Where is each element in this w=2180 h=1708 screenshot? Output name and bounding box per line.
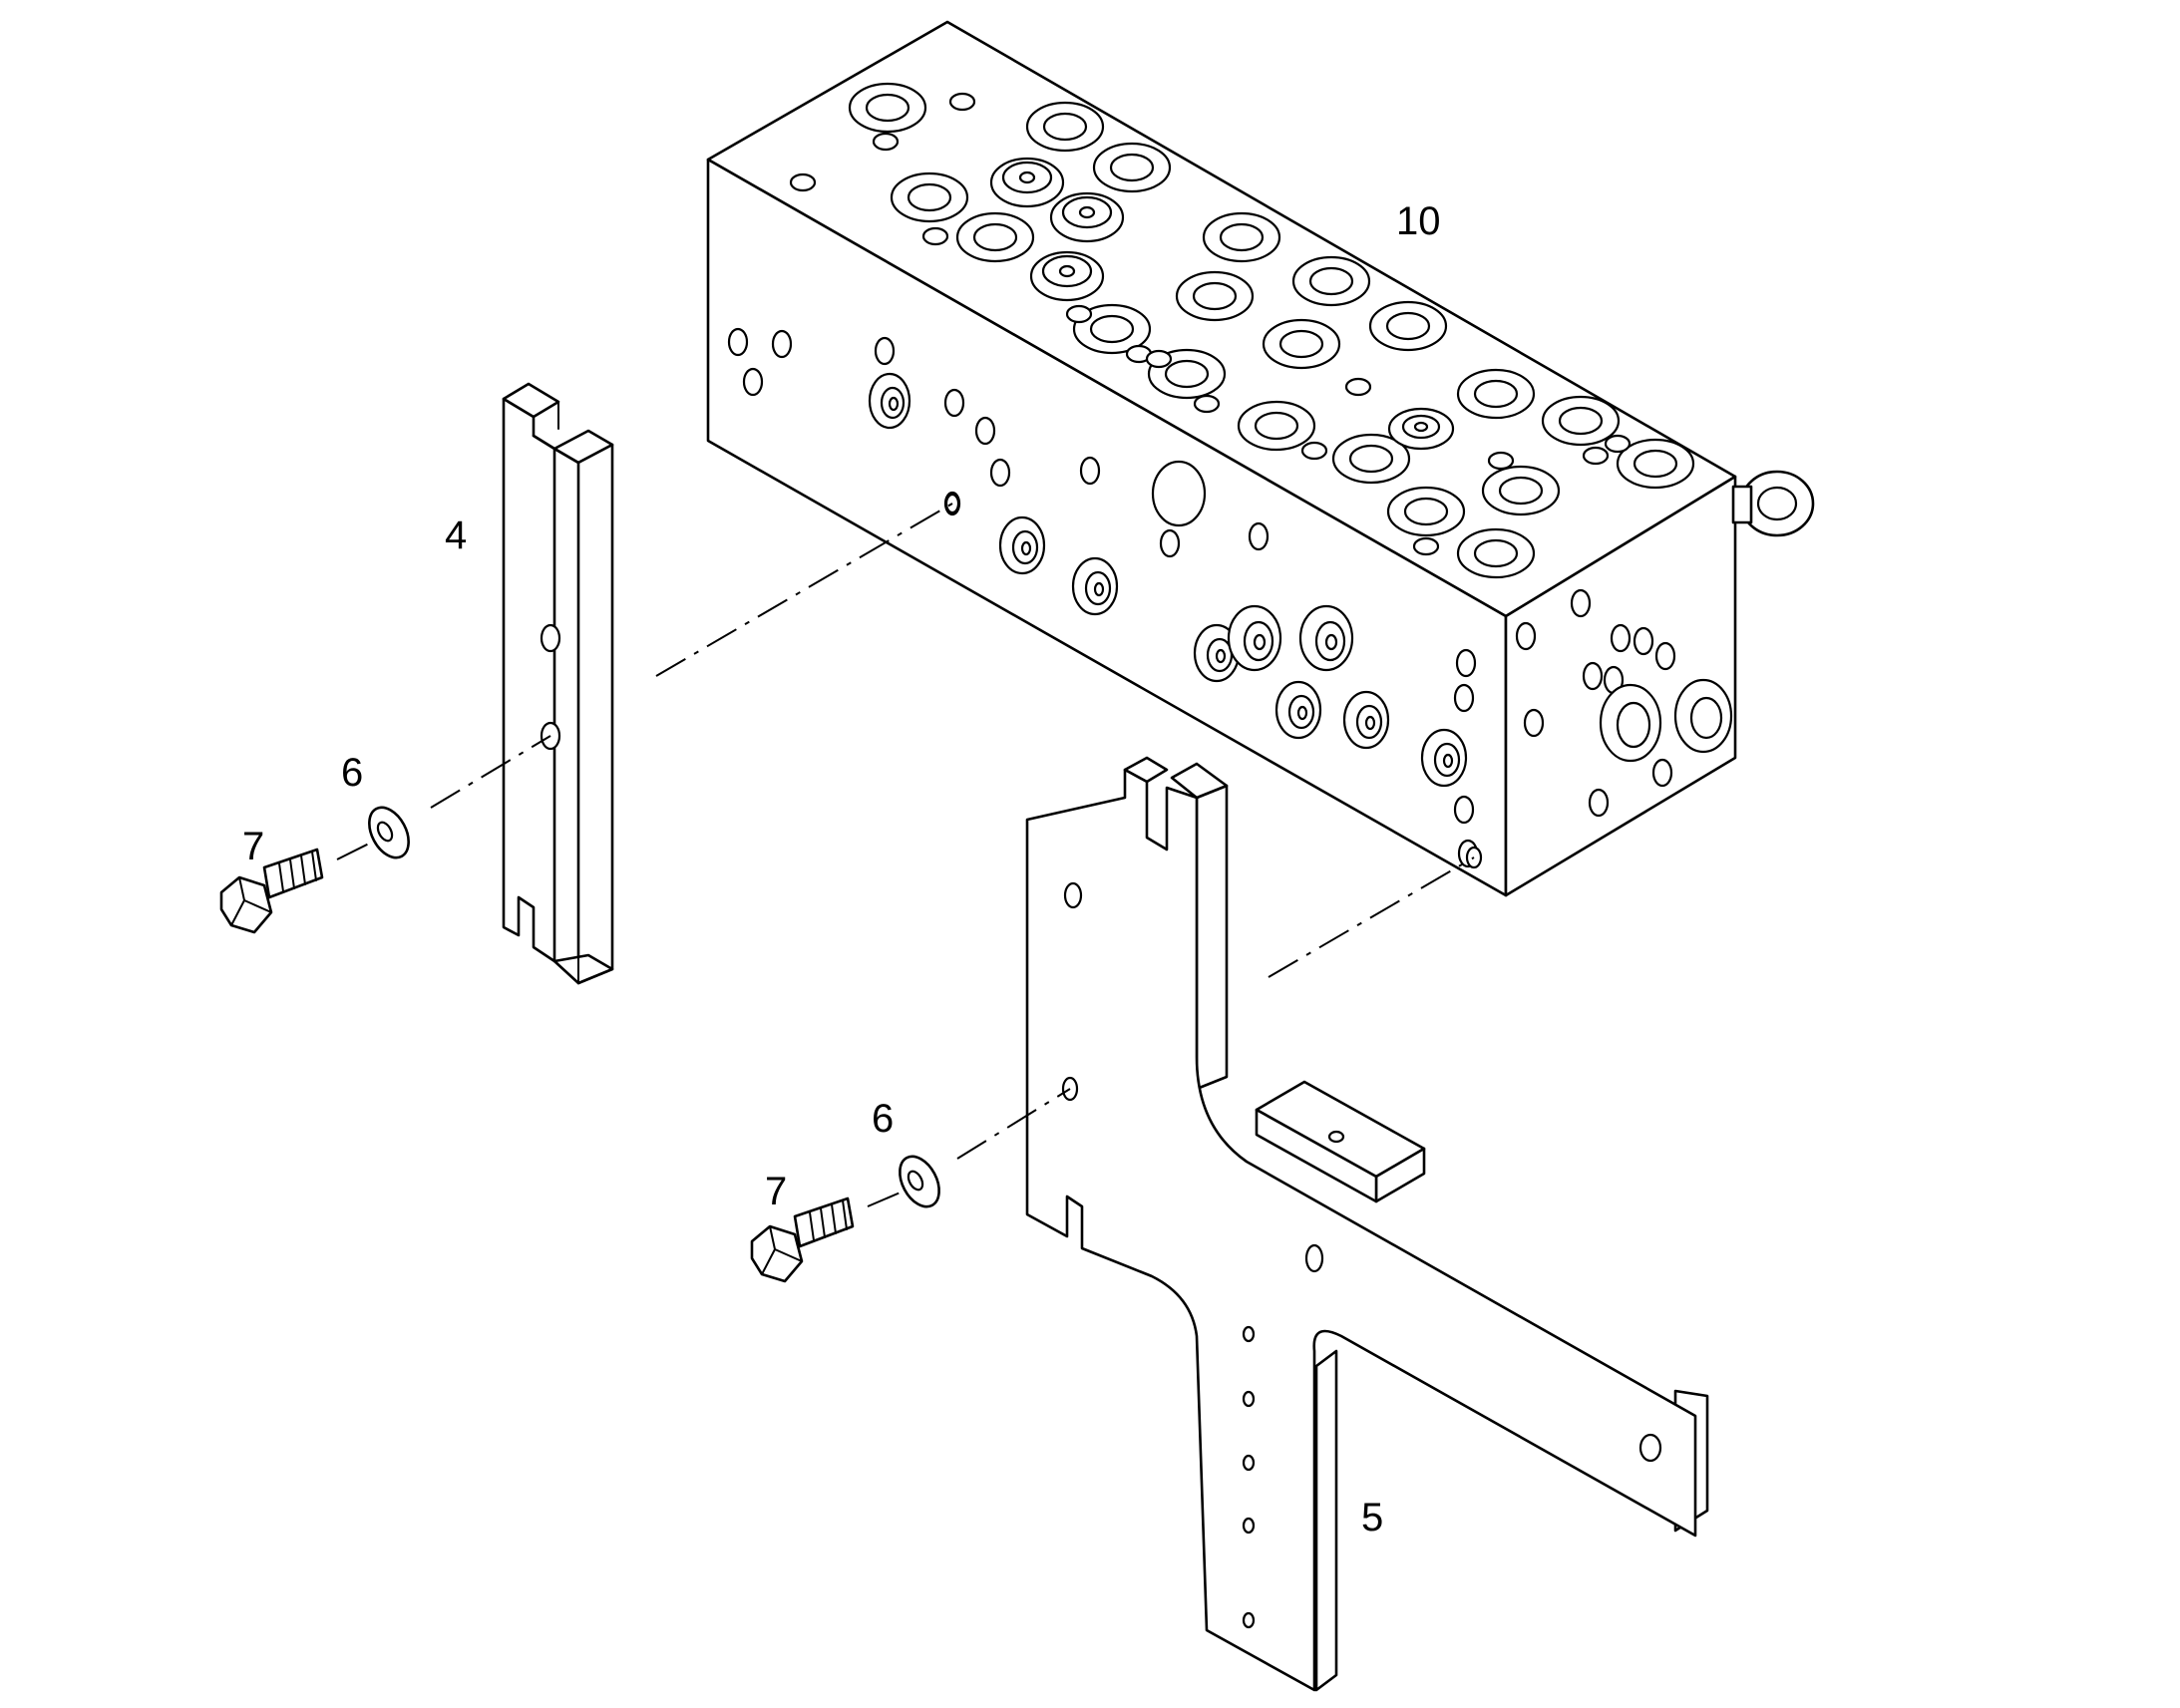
callout-7-upper: 7 [242, 825, 264, 868]
callout-6-lower: 6 [872, 1097, 894, 1141]
washer-part-6-upper [368, 806, 410, 859]
callout-4: 4 [445, 513, 467, 557]
bracket-front-face [1025, 768, 1697, 1692]
top-face-plugs [989, 157, 1455, 451]
bracket-part-5 [1025, 756, 1709, 1692]
spacer-bar-hole-upper [540, 623, 561, 653]
bolt-part-7-lower [750, 1196, 855, 1283]
callout-7-lower: 7 [765, 1170, 787, 1213]
assembly-lines [336, 503, 1475, 1207]
callout-10: 10 [1396, 199, 1441, 243]
end-face-holes [1515, 588, 1733, 818]
front-face-holes [727, 327, 1479, 868]
spacer-bar-part-4 [502, 382, 614, 985]
spacer-bar-front-face [502, 397, 556, 963]
callout-6-upper: 6 [341, 751, 363, 795]
washer-part-6-lower [899, 1155, 940, 1208]
valve-block-part-10 [706, 20, 1815, 897]
callout-5: 5 [1361, 1496, 1383, 1539]
bolt-part-7-upper [219, 848, 324, 934]
callouts: 10 4 6 7 6 7 5 [242, 199, 1441, 1539]
top-face-ports [848, 82, 1695, 579]
spacer-bar-side-face [576, 443, 614, 985]
top-face-small-holes [789, 92, 1632, 556]
lifting-eye [1731, 470, 1815, 537]
